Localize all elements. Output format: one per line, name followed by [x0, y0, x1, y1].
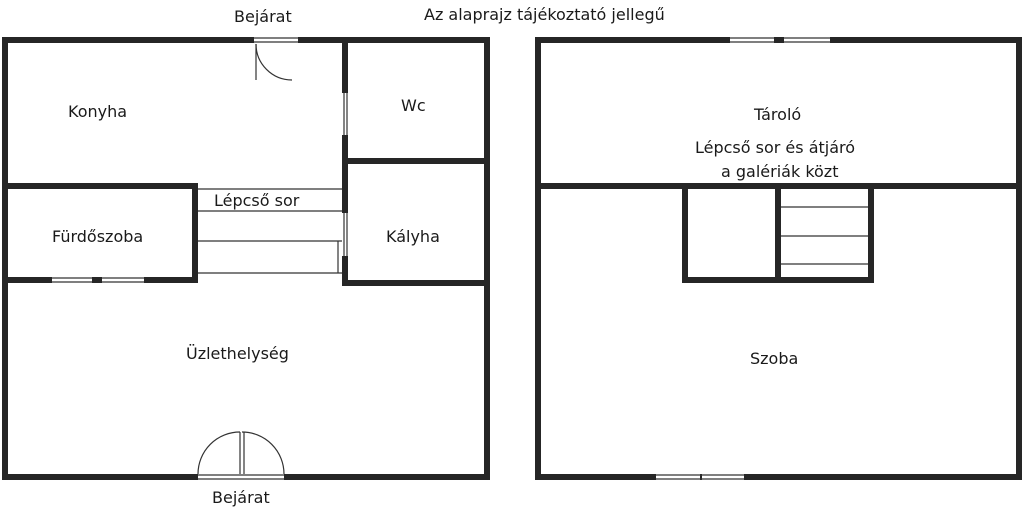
- wall-bathroom-right: [192, 183, 198, 283]
- stair-box-middle: [775, 183, 781, 283]
- room-label-passage-line2: a galériák közt: [721, 162, 838, 181]
- room-label-wc: Wc: [401, 96, 426, 115]
- room-label-kitchen: Konyha: [68, 102, 127, 121]
- bottom-entrance-opening: [198, 473, 284, 481]
- label-entrance-bottom: Bejárat: [212, 488, 270, 507]
- top-door-swing-arc: [255, 43, 293, 81]
- room-label-bathroom: Fürdőszoba: [52, 227, 143, 246]
- room-label-stove: Kályha: [386, 227, 440, 246]
- upper-floor-plan: Tároló Lépcső sor és átjáró a galériák k…: [535, 36, 1022, 481]
- wall-kitchen-wc-lower: [342, 135, 348, 213]
- upper-outer-wall-top: [535, 37, 1022, 43]
- wall-bathroom-shop: [2, 277, 198, 283]
- room-label-passage-line1: Lépcső sor és átjáró: [695, 138, 855, 157]
- label-entrance-top: Bejárat: [234, 7, 292, 26]
- room-label-shop: Üzlethelység: [186, 344, 289, 363]
- wall-wc-bottom: [342, 158, 490, 164]
- bottom-door-left-arc: [197, 431, 241, 475]
- ground-floor-plan: Konyha Wc Lépcső sor Fürdőszoba Kályha Ü…: [2, 36, 490, 481]
- wall-kitchen-wc-upper: [342, 37, 348, 93]
- ground-outer-wall-left: [2, 37, 8, 480]
- upper-outer-wall-left: [535, 37, 541, 480]
- upper-staircase: [781, 206, 868, 265]
- stair-box-left: [682, 183, 688, 283]
- upper-outer-wall-bottom: [535, 474, 1022, 480]
- bottom-door-right-arc: [241, 431, 285, 475]
- room-label-room: Szoba: [750, 349, 798, 368]
- stair-box-right: [868, 183, 874, 283]
- plan-title: Az alaprajz tájékoztató jellegű: [424, 5, 665, 24]
- wall-kitchen-bathroom: [2, 183, 198, 189]
- ground-staircase: [198, 188, 342, 274]
- upper-outer-wall-right: [1016, 37, 1022, 480]
- room-label-storage: Tároló: [753, 105, 801, 124]
- wall-stove-left: [342, 256, 348, 286]
- stair-box-bottom: [682, 277, 874, 283]
- ground-outer-wall-right: [484, 37, 490, 480]
- room-label-staircase: Lépcső sor: [214, 191, 300, 210]
- wall-stove-bottom: [342, 280, 490, 286]
- top-entrance-opening: [254, 36, 298, 44]
- ground-outer-wall-top: [2, 37, 490, 43]
